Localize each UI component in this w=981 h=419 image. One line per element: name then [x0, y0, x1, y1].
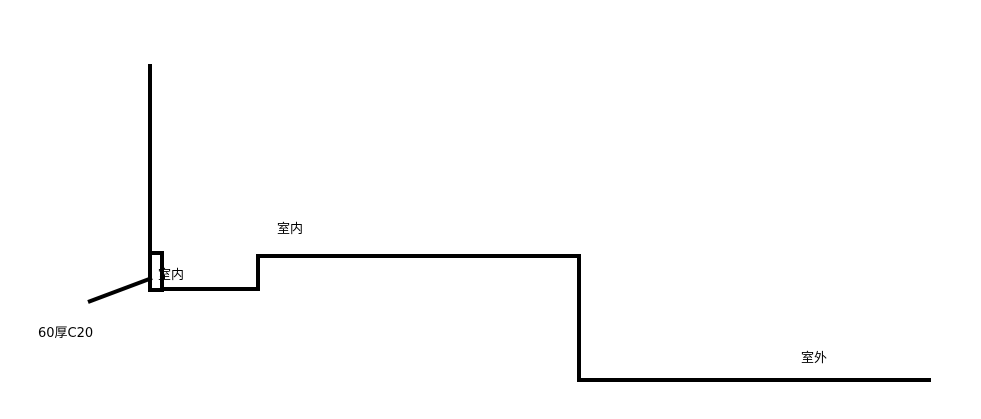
slab-section-rect: [148, 251, 164, 292]
slab-leader-line: [87, 276, 153, 304]
outdoor-label: 室外: [801, 351, 828, 366]
indoor-upper-label: 室内: [277, 222, 304, 237]
indoor-lower-label: 室内: [158, 268, 185, 283]
slab-thickness-label: 60厚C20: [38, 326, 94, 341]
floor-profile-line: [162, 254, 931, 382]
